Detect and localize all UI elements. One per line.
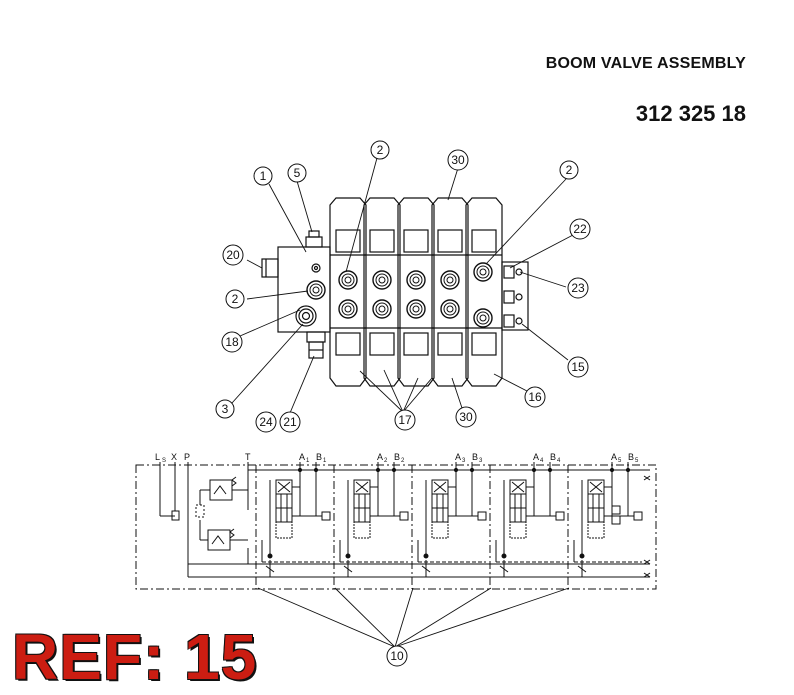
port-a1: A [299, 452, 305, 462]
end-cap [501, 261, 529, 331]
svg-text:1: 1 [306, 458, 310, 464]
callout-20: 20 [222, 244, 244, 266]
svg-text:22: 22 [573, 222, 587, 236]
svg-text:5: 5 [635, 458, 639, 464]
port-a2: A [377, 452, 383, 462]
callout-1: 1 [253, 166, 273, 186]
svg-text:2: 2 [377, 143, 384, 157]
port-x: X [171, 452, 177, 462]
svg-text:2: 2 [401, 458, 405, 464]
svg-text:2: 2 [384, 458, 388, 464]
svg-text:1: 1 [323, 458, 327, 464]
svg-text:18: 18 [225, 335, 239, 349]
callout-18: 18 [221, 331, 243, 353]
callout-10: 10 [386, 645, 408, 667]
svg-text:3: 3 [479, 458, 483, 464]
svg-text:15: 15 [571, 360, 585, 374]
callout-22: 22 [569, 218, 591, 240]
port-a5: A [611, 452, 617, 462]
part-number: 312 325 18 [635, 101, 746, 126]
callouts: 1 5 2 30 2 20 22 2 23 18 15 3 16 24 21 1… [215, 140, 591, 667]
port-b2: B [394, 452, 400, 462]
svg-text:2: 2 [566, 163, 573, 177]
port-ls: L [155, 452, 160, 462]
callout-3: 3 [215, 399, 235, 419]
callout-23: 23 [567, 277, 589, 299]
reference-label: REF: 15 [12, 621, 258, 693]
svg-text:30: 30 [451, 153, 465, 167]
svg-text:30: 30 [459, 410, 473, 424]
callout-5: 5 [287, 163, 307, 183]
port-labels: L S X P T A 1 B 1 A 2 B 2 A 3 B 3 A 4 B … [155, 452, 639, 464]
drawing-title: BOOM VALVE ASSEMBLY [545, 55, 746, 72]
reducing-valve [207, 529, 231, 551]
callout-17: 17 [394, 409, 416, 431]
svg-text:10: 10 [390, 649, 404, 663]
svg-text:5: 5 [294, 166, 301, 180]
port-p: P [184, 452, 190, 462]
valve-sections [329, 197, 503, 387]
hydraulic-schematic [135, 461, 657, 590]
callout-15: 15 [567, 356, 589, 378]
svg-text:20: 20 [226, 248, 240, 262]
svg-text:1: 1 [260, 169, 267, 183]
svg-text:21: 21 [283, 415, 297, 429]
work-section-1 [261, 462, 331, 577]
assembly-drawing [261, 197, 529, 387]
side-fitting [261, 258, 279, 278]
svg-text:4: 4 [557, 458, 561, 464]
callout-2: 2 [225, 289, 245, 309]
port-a3: A [455, 452, 461, 462]
leader-lines [231, 157, 574, 648]
top-plug [305, 236, 323, 248]
callout-24: 24 [255, 411, 277, 433]
port-t: T [245, 452, 251, 462]
svg-text:17: 17 [398, 413, 412, 427]
svg-text:S: S [162, 458, 166, 464]
callout-2: 2 [370, 140, 390, 160]
svg-text:4: 4 [540, 458, 544, 464]
callout-30: 30 [447, 149, 469, 171]
port-b1: B [316, 452, 322, 462]
svg-text:24: 24 [259, 415, 273, 429]
svg-text:2: 2 [232, 292, 239, 306]
svg-text:5: 5 [618, 458, 622, 464]
port-b5: B [628, 452, 634, 462]
port-b3: B [472, 452, 478, 462]
svg-text:23: 23 [571, 281, 585, 295]
svg-text:16: 16 [528, 390, 542, 404]
svg-text:3: 3 [462, 458, 466, 464]
svg-text:3: 3 [222, 402, 229, 416]
port-a4: A [533, 452, 539, 462]
relief-valve [209, 479, 233, 501]
callout-2: 2 [559, 160, 579, 180]
callout-21: 21 [279, 411, 301, 433]
schematic-boundary [135, 464, 657, 590]
port-b4: B [550, 452, 556, 462]
callout-30: 30 [455, 406, 477, 428]
callout-16: 16 [524, 386, 546, 408]
